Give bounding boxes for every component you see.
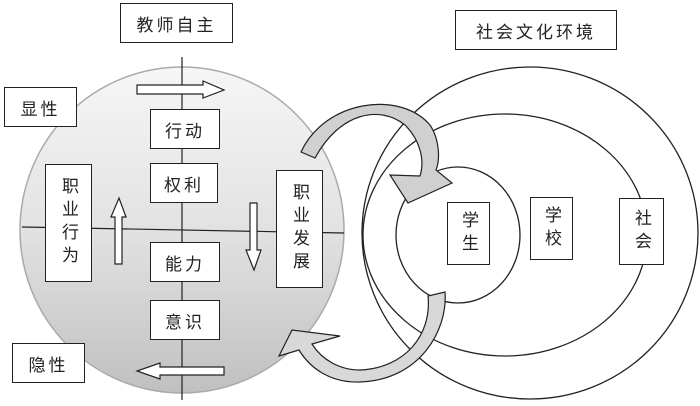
- influence-arrow-top: [300, 103, 454, 204]
- professional-development-box: 职业发展: [276, 170, 323, 288]
- professional-behavior-box: 职业行为: [45, 164, 92, 282]
- left-arrow: [135, 362, 225, 380]
- action-box: 行动: [150, 109, 220, 149]
- society-circle: [361, 66, 699, 400]
- student-circle: [395, 166, 521, 304]
- student-box: 学生: [447, 202, 490, 265]
- influence-arrow-bottom: [277, 291, 446, 383]
- teacher-autonomy-title: 教师自主: [120, 3, 233, 43]
- explicit-label: 显性: [4, 87, 77, 127]
- rights-box: 权利: [150, 163, 218, 203]
- down-arrow: [245, 202, 262, 272]
- right-arrow: [136, 80, 226, 99]
- society-box: 社会: [619, 198, 664, 265]
- school-circle: [362, 113, 648, 357]
- awareness-box: 意识: [150, 300, 220, 340]
- up-arrow: [110, 196, 127, 265]
- implicit-label: 隐性: [12, 343, 85, 383]
- ability-box: 能力: [150, 242, 220, 282]
- sociocultural-environment-title: 社会文化环境: [455, 10, 617, 50]
- school-box: 学校: [530, 197, 573, 260]
